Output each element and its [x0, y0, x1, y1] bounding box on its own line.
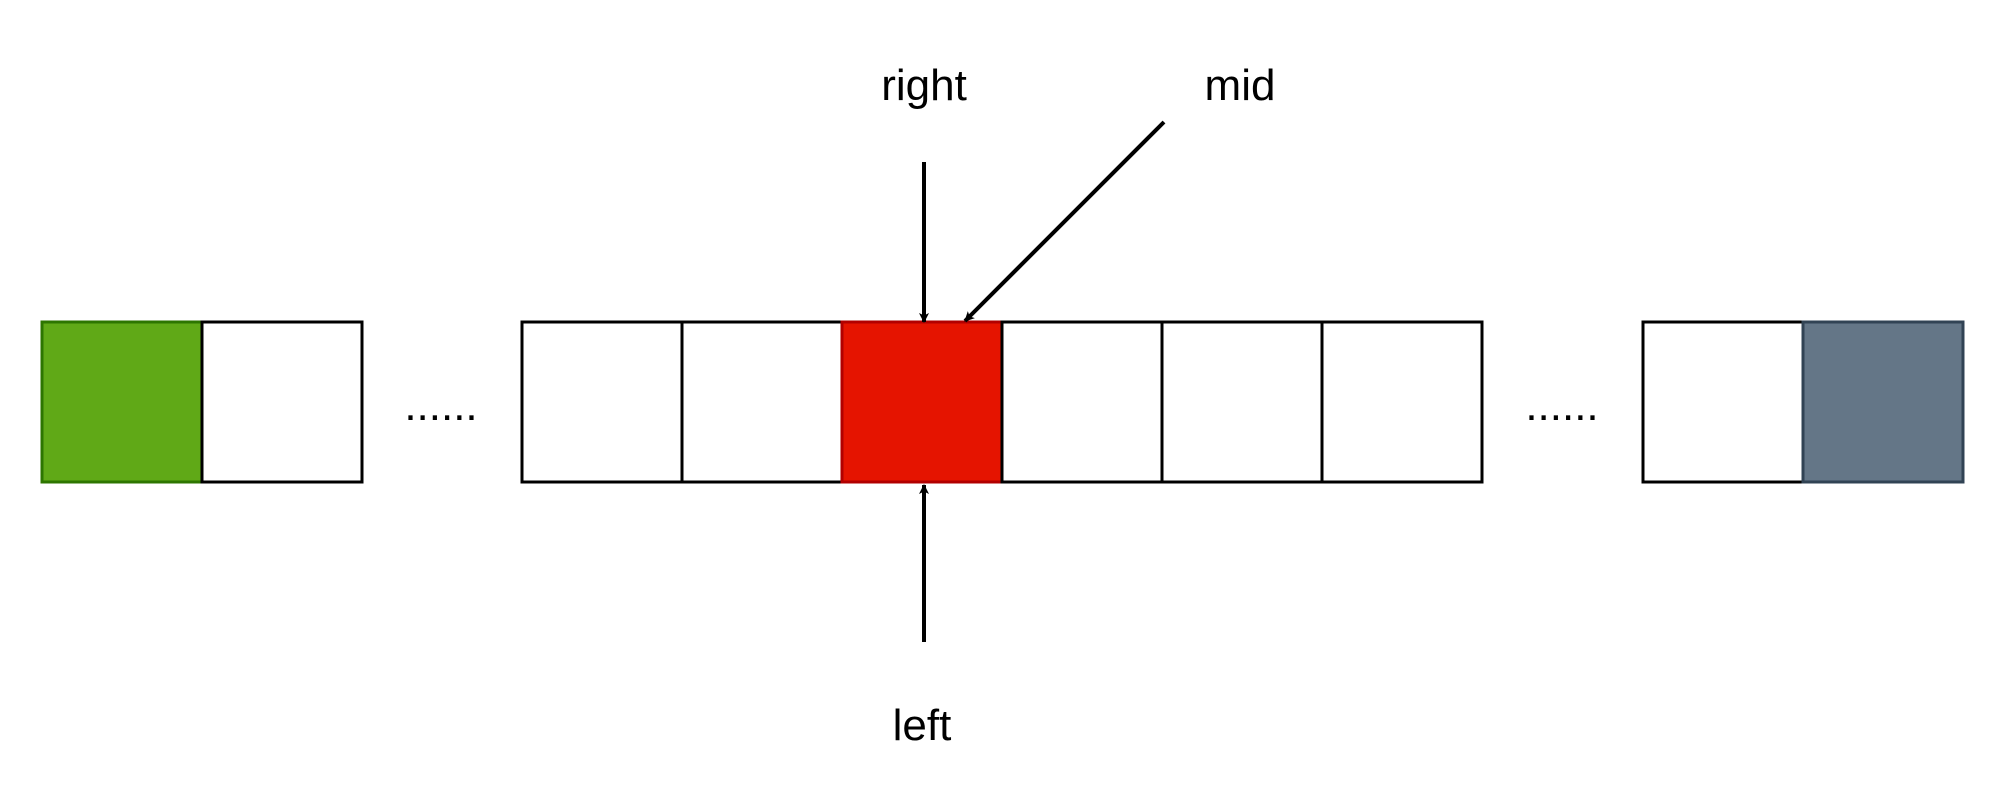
array-cell-default — [1320, 320, 1484, 484]
left-pointer-label: left — [893, 701, 952, 750]
array-cells — [40, 320, 1965, 484]
array-cell-default — [680, 320, 844, 484]
array-cell-first — [40, 320, 204, 484]
ellipsis-right: ...... — [1525, 381, 1598, 430]
right-pointer: right — [881, 61, 967, 323]
array-cell-default — [1000, 320, 1164, 484]
mid-pointer-label: mid — [1205, 61, 1276, 110]
array-cell-default — [520, 320, 684, 484]
array-cell-last — [1801, 320, 1965, 484]
ellipsis-left: ...... — [404, 381, 477, 430]
right-pointer-label: right — [881, 61, 967, 110]
array-cell-default — [200, 320, 364, 484]
array-cell-default — [1160, 320, 1324, 484]
mid-pointer: mid — [963, 61, 1276, 323]
array-cell-mid — [840, 320, 1004, 484]
array-cell-default — [1641, 320, 1805, 484]
mid-pointer-arrow — [963, 120, 1166, 323]
left-pointer: left — [893, 484, 952, 750]
